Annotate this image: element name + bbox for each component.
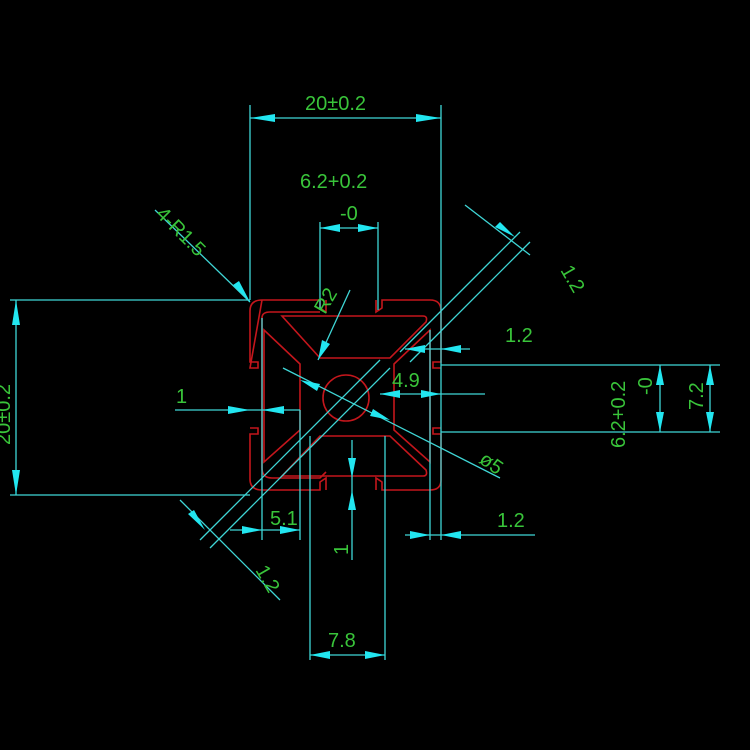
- arrow: [228, 406, 250, 414]
- arrow: [233, 281, 250, 302]
- arrow: [441, 345, 461, 353]
- label-slot-width-top-tol: -0: [340, 203, 358, 225]
- arrow: [348, 458, 356, 478]
- label-slot-height-right: 7.2: [686, 382, 708, 410]
- label-slot-width-top: 6.2+0.2: [300, 171, 367, 193]
- arrow: [706, 412, 714, 432]
- arrow: [318, 340, 330, 360]
- label-right-wall: 1.2: [505, 325, 533, 347]
- arrow: [380, 390, 400, 398]
- dimension-labels: 20±0.2 6.2+0.2 -0 4-R1.5 R2 1.2 1.2 4.9 …: [0, 93, 708, 652]
- label-left-wall: 1: [176, 386, 187, 408]
- dimension-arrows: [12, 114, 714, 659]
- label-slot-depth: 4.9: [392, 370, 420, 392]
- arrow: [300, 380, 320, 391]
- arrow: [12, 300, 20, 325]
- arrow: [421, 390, 441, 398]
- arrow: [188, 510, 205, 530]
- label-slot-opening-bottom: 7.8: [328, 630, 356, 652]
- label-bore-diameter: ø5: [475, 448, 507, 479]
- arrow: [656, 412, 664, 432]
- label-diag-wall-top: 1.2: [556, 262, 589, 297]
- arrow: [416, 114, 441, 122]
- arrow: [250, 114, 275, 122]
- arrow: [242, 526, 262, 534]
- arrow: [370, 409, 390, 420]
- arrow: [441, 531, 461, 539]
- label-top-width: 20±0.2: [305, 93, 366, 115]
- label-slot-lip: 5.1: [270, 508, 298, 530]
- arrow: [348, 490, 356, 510]
- arrow: [320, 224, 340, 232]
- arrow: [310, 651, 330, 659]
- arrow: [656, 365, 664, 385]
- arrow: [280, 526, 300, 534]
- label-corner-radius: 4-R1.5: [151, 203, 209, 261]
- arrow: [495, 222, 515, 237]
- arrow: [12, 470, 20, 495]
- label-diag-wall-bottom: 1.2: [251, 562, 284, 597]
- arrow: [706, 365, 714, 385]
- arrow: [365, 651, 385, 659]
- arrow: [405, 345, 425, 353]
- arrow: [410, 531, 430, 539]
- label-slot-width-right-tol: -0: [635, 377, 657, 395]
- label-left-height: 20±0.2: [0, 384, 15, 445]
- dimension-lines: [10, 105, 720, 660]
- arrow: [358, 224, 378, 232]
- arrow: [262, 406, 284, 414]
- label-slot-width-right: 6.2+0.2: [608, 381, 630, 448]
- label-bottom-right-wall: 1.2: [497, 510, 525, 532]
- label-bottom-wall: 1: [331, 544, 353, 555]
